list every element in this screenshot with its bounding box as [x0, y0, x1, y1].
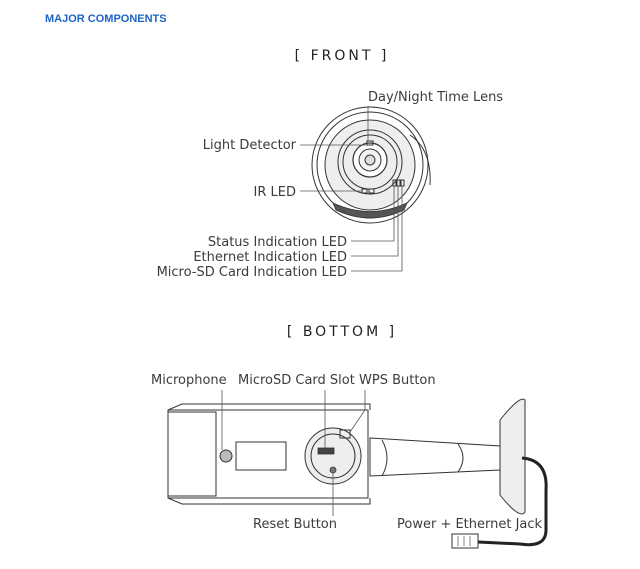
microphone-hole — [219, 449, 233, 463]
bottom-shield-top — [167, 403, 371, 411]
label-status-led: Status Indication LED — [208, 235, 347, 250]
sun-shield — [409, 134, 431, 186]
ir-led-right — [368, 188, 375, 194]
bottom-heading: [ BOTTOM ] — [287, 324, 397, 340]
leader-microsd-led — [351, 186, 403, 272]
label-light-detector: Light Detector — [203, 138, 297, 153]
light-detector — [366, 140, 374, 146]
section-title: MAJOR COMPONENTS — [45, 13, 167, 25]
bracket-arm — [369, 437, 501, 477]
reset-button — [329, 466, 337, 474]
ir-ring — [337, 129, 403, 195]
camera-bottom-drawing — [167, 398, 548, 549]
label-ethernet-led: Ethernet Indication LED — [193, 250, 347, 265]
front-housing-outer — [311, 106, 429, 224]
bracket-joint-right — [457, 443, 464, 473]
label-microsd-slot: MicroSD Card Slot — [238, 373, 355, 388]
front-heading: [ FRONT ] — [295, 48, 390, 64]
ethernet-led — [396, 179, 401, 187]
rj45-connector — [451, 533, 479, 549]
label-microsd-led: Micro-SD Card Indication LED — [157, 265, 347, 280]
label-power-jack: Power + Ethernet Jack — [397, 517, 543, 532]
status-led — [392, 179, 397, 187]
power-cable — [477, 456, 548, 547]
microsd-led — [400, 179, 405, 187]
bracket-joint-left — [381, 439, 388, 477]
bottom-front-end — [167, 411, 217, 497]
lens-center — [364, 154, 376, 166]
bottom-shield-bottom — [167, 497, 371, 505]
microsd-slot — [317, 447, 335, 455]
leader-status-led — [351, 186, 395, 242]
label-plate — [235, 441, 287, 471]
label-microphone: Microphone — [151, 373, 227, 388]
wps-button — [339, 429, 351, 439]
front-bottom-band — [332, 202, 408, 219]
label-reset-button: Reset Button — [253, 517, 337, 532]
label-lens: Day/Night Time Lens — [368, 90, 503, 105]
leader-wps-button — [349, 390, 366, 433]
label-wps-button: WPS Button — [359, 373, 436, 388]
wall-mount-plate — [499, 398, 526, 515]
label-ir-led: IR LED — [254, 185, 296, 200]
leader-ethernet-led — [351, 186, 399, 257]
camera-front-drawing — [311, 106, 431, 224]
